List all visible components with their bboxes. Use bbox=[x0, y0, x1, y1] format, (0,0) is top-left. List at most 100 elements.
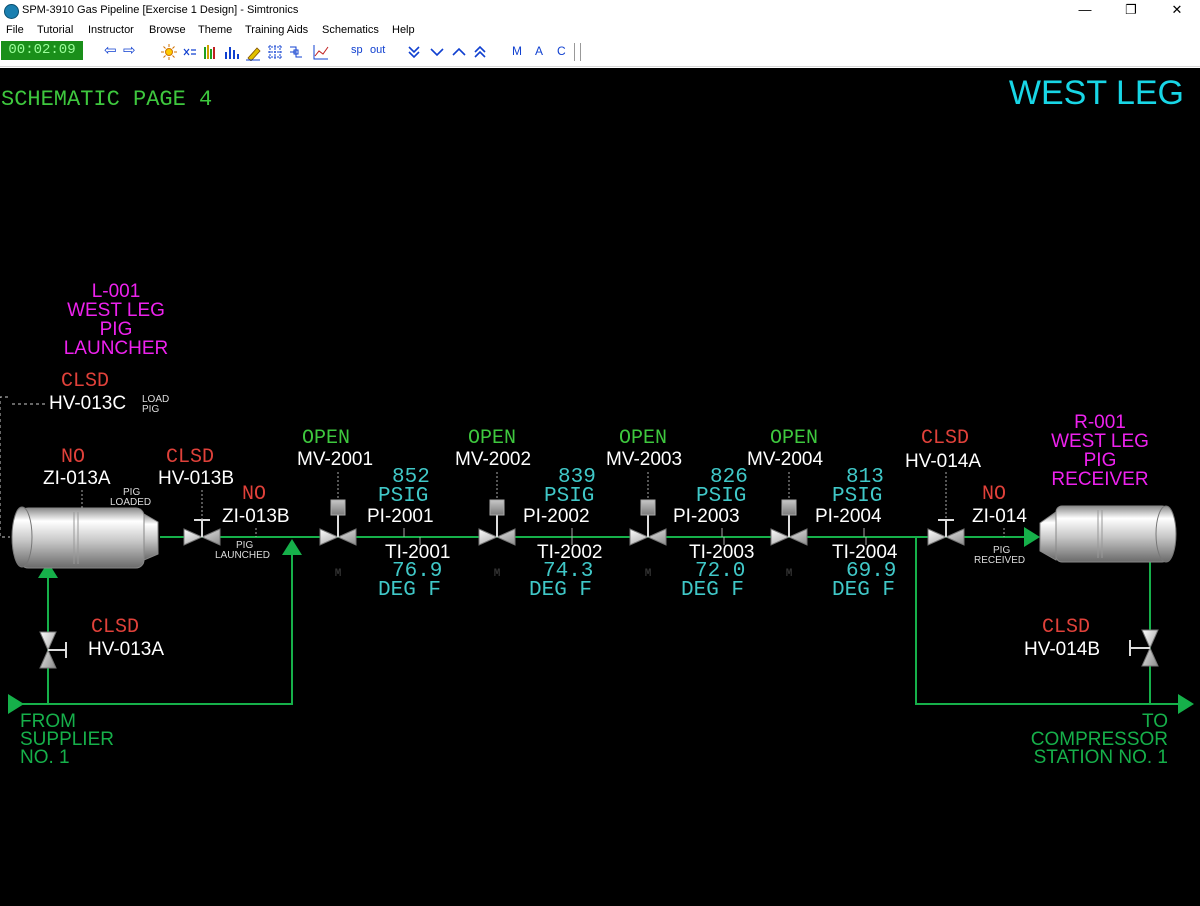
toolbar-icon-group bbox=[161, 44, 329, 61]
forward-icon[interactable]: ⇨ bbox=[123, 42, 136, 59]
hv-013b-valve[interactable] bbox=[183, 519, 221, 546]
mv-2002-tag[interactable]: MV-2002 bbox=[455, 449, 532, 470]
zi-014-tag[interactable]: ZI-014 bbox=[972, 506, 1027, 527]
hv-014b-valve[interactable] bbox=[1129, 629, 1159, 667]
zi-013b-tag[interactable]: ZI-013B bbox=[222, 506, 290, 527]
close-button[interactable]: ✕ bbox=[1171, 2, 1183, 17]
toolbar-separator bbox=[580, 43, 581, 61]
receiver-label: R-001 WEST LEG PIG RECEIVER bbox=[1020, 413, 1180, 489]
maximize-button[interactable]: ❐ bbox=[1125, 2, 1137, 17]
zi-013a-note: LOADED bbox=[110, 497, 152, 508]
manual-mode-button[interactable]: M bbox=[512, 44, 522, 58]
output-button[interactable]: out bbox=[370, 44, 386, 56]
double-chevron-up-icon[interactable] bbox=[474, 45, 486, 58]
hv-013c-note: PIG bbox=[142, 404, 160, 415]
menu-instructor[interactable]: Instructor bbox=[88, 24, 134, 36]
pi-2002-tag[interactable]: PI-2002 bbox=[523, 506, 590, 527]
compressor-pipe bbox=[915, 537, 1180, 705]
equals-icon[interactable] bbox=[183, 48, 196, 56]
pi-2001-tag[interactable]: PI-2001 bbox=[367, 506, 434, 527]
mv-2001-status: OPEN bbox=[302, 427, 351, 450]
launcher-vessel[interactable] bbox=[11, 506, 159, 569]
zi-013a-note: PIG bbox=[123, 487, 141, 498]
motor-icon: M bbox=[785, 568, 793, 580]
toolbar: 00:02:09 ⇦ ⇨ bbox=[0, 40, 1200, 67]
ti-2002-tag[interactable]: TI-2002 bbox=[537, 542, 603, 563]
ti-2004-value: 69.9 bbox=[846, 560, 897, 583]
menu-training-aids[interactable]: Training Aids bbox=[245, 24, 309, 36]
menu-tutorial[interactable]: Tutorial bbox=[37, 24, 74, 36]
ti-2001-tag[interactable]: TI-2001 bbox=[385, 542, 451, 563]
auto-mode-button[interactable]: A bbox=[535, 44, 544, 58]
receiver-label-line: R-001 bbox=[1074, 412, 1126, 433]
menu-file[interactable]: File bbox=[6, 24, 24, 36]
supplier-arrow bbox=[8, 694, 24, 714]
grid-icon[interactable] bbox=[268, 45, 282, 59]
zi-013b-note: LAUNCHED bbox=[215, 550, 271, 561]
chevron-up-icon[interactable] bbox=[452, 47, 466, 56]
hv-013b-tag[interactable]: HV-013B bbox=[158, 468, 235, 489]
pi-2004-unit: PSIG bbox=[832, 485, 883, 508]
mv-2001-valve[interactable] bbox=[319, 499, 357, 546]
ti-2003-tag[interactable]: TI-2003 bbox=[689, 542, 755, 563]
toolbar-separator bbox=[574, 43, 575, 61]
hv-014a-tag[interactable]: HV-014A bbox=[905, 451, 982, 472]
mv-2003-tag[interactable]: MV-2003 bbox=[606, 449, 683, 470]
menu-bar: File Tutorial Instructor Browse Theme Tr… bbox=[0, 22, 1200, 40]
double-chevron-down-icon[interactable] bbox=[408, 46, 420, 59]
mv-2002-valve[interactable] bbox=[478, 499, 516, 546]
ti-2001-value: 76.9 bbox=[392, 560, 443, 583]
mv-2004-valve[interactable] bbox=[770, 499, 808, 546]
to-compressor-line: TO bbox=[1141, 711, 1168, 732]
zi-013a-tag[interactable]: ZI-013A bbox=[43, 468, 111, 489]
mv-2004-tag[interactable]: MV-2004 bbox=[747, 449, 824, 470]
mv-2003-valve[interactable] bbox=[629, 499, 667, 546]
from-supplier-label: FROM SUPPLIER NO. 1 bbox=[20, 712, 114, 768]
ti-2001-unit: DEG F bbox=[378, 579, 442, 602]
hv-013c-status: CLSD bbox=[61, 370, 110, 393]
pencil-icon[interactable] bbox=[246, 47, 261, 61]
menu-schematics[interactable]: Schematics bbox=[322, 24, 379, 36]
pi-2004-tag[interactable]: PI-2004 bbox=[815, 506, 882, 527]
minimize-button[interactable]: — bbox=[1078, 2, 1092, 17]
to-compressor-label: TO COMPRESSOR STATION NO. 1 bbox=[1000, 711, 1168, 767]
zi-014-note: RECEIVED bbox=[974, 555, 1026, 566]
setpoint-button[interactable]: sp bbox=[351, 44, 363, 56]
launcher-label-line: PIG bbox=[99, 319, 133, 340]
hv-013a-valve[interactable] bbox=[39, 631, 67, 669]
launch-arrow bbox=[282, 539, 302, 555]
hv-013a-tag[interactable]: HV-013A bbox=[88, 639, 165, 660]
cascade-mode-button[interactable]: C bbox=[557, 44, 566, 58]
instrument-leaders bbox=[81, 472, 1005, 545]
sun-icon[interactable] bbox=[161, 44, 177, 60]
hv-014b-tag[interactable]: HV-014B bbox=[1024, 639, 1101, 660]
flow-icon[interactable] bbox=[290, 46, 302, 58]
menu-theme[interactable]: Theme bbox=[198, 24, 233, 36]
to-compressor-line: COMPRESSOR bbox=[1030, 729, 1168, 750]
motor-icon: M bbox=[644, 568, 652, 580]
mv-2001-tag[interactable]: MV-2001 bbox=[297, 449, 374, 470]
pi-2003-value: 826 bbox=[710, 466, 748, 489]
ti-2002-value: 74.3 bbox=[543, 560, 594, 583]
menu-browse[interactable]: Browse bbox=[149, 24, 186, 36]
levels-icon[interactable] bbox=[204, 45, 215, 59]
back-icon[interactable]: ⇦ bbox=[104, 42, 117, 59]
receiver-vessel[interactable] bbox=[1039, 505, 1177, 563]
receiver-label-line: PIG bbox=[1083, 450, 1117, 471]
ti-2004-tag[interactable]: TI-2004 bbox=[832, 542, 898, 563]
schematic-graphics bbox=[0, 396, 1194, 714]
mv-2003-status: OPEN bbox=[619, 427, 668, 450]
mv-2004-status: OPEN bbox=[770, 427, 819, 450]
receiver-inlet-arrow bbox=[1024, 527, 1040, 547]
trend-icon[interactable] bbox=[313, 45, 329, 60]
hv-014a-valve[interactable] bbox=[927, 519, 965, 546]
bars-icon[interactable] bbox=[225, 47, 239, 59]
from-supplier-line: NO. 1 bbox=[20, 747, 70, 768]
page-title: WEST LEG bbox=[1008, 74, 1184, 112]
pi-2003-tag[interactable]: PI-2003 bbox=[673, 506, 740, 527]
chevron-down-icon[interactable] bbox=[430, 48, 444, 57]
schematic-canvas: SCHEMATIC PAGE 4 WEST LEG L-001 WEST LEG… bbox=[0, 68, 1200, 906]
menu-help[interactable]: Help bbox=[392, 24, 415, 36]
hv-013c-tag[interactable]: HV-013C bbox=[49, 393, 127, 414]
pi-2001-unit: PSIG bbox=[378, 485, 429, 508]
